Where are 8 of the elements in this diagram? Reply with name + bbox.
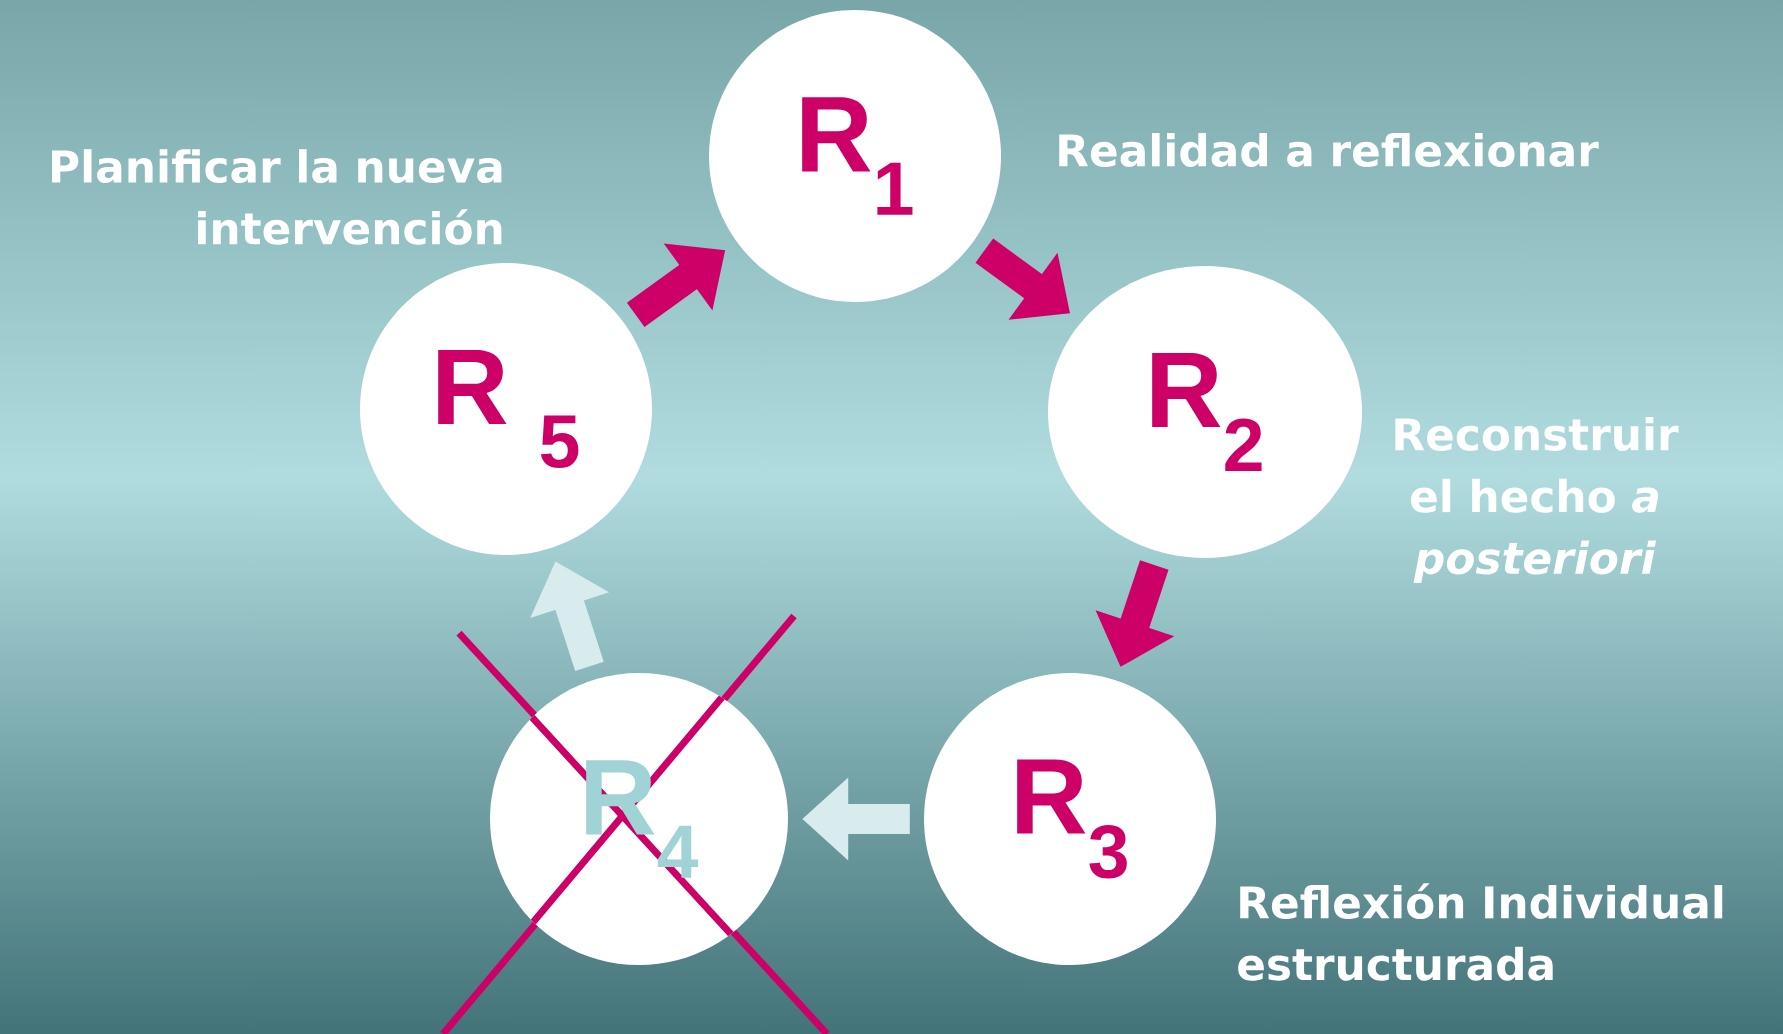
caption-text: Realidad a reflexionar <box>1059 133 1599 167</box>
circle-node: R $_{5}$ <box>360 263 652 555</box>
caption-text: Reflexión Individual estructurada <box>1238 883 1723 981</box>
caption-text: Reconstruir el hecho a posteriori <box>1395 417 1679 583</box>
circle-node: R$_{3}$ <box>924 673 1216 965</box>
caption-text: Planificar la nueva intervención <box>52 149 502 245</box>
circle-node: R$_{2}$ <box>1048 266 1362 558</box>
circle-node: R$_{1}$ <box>709 10 1001 302</box>
